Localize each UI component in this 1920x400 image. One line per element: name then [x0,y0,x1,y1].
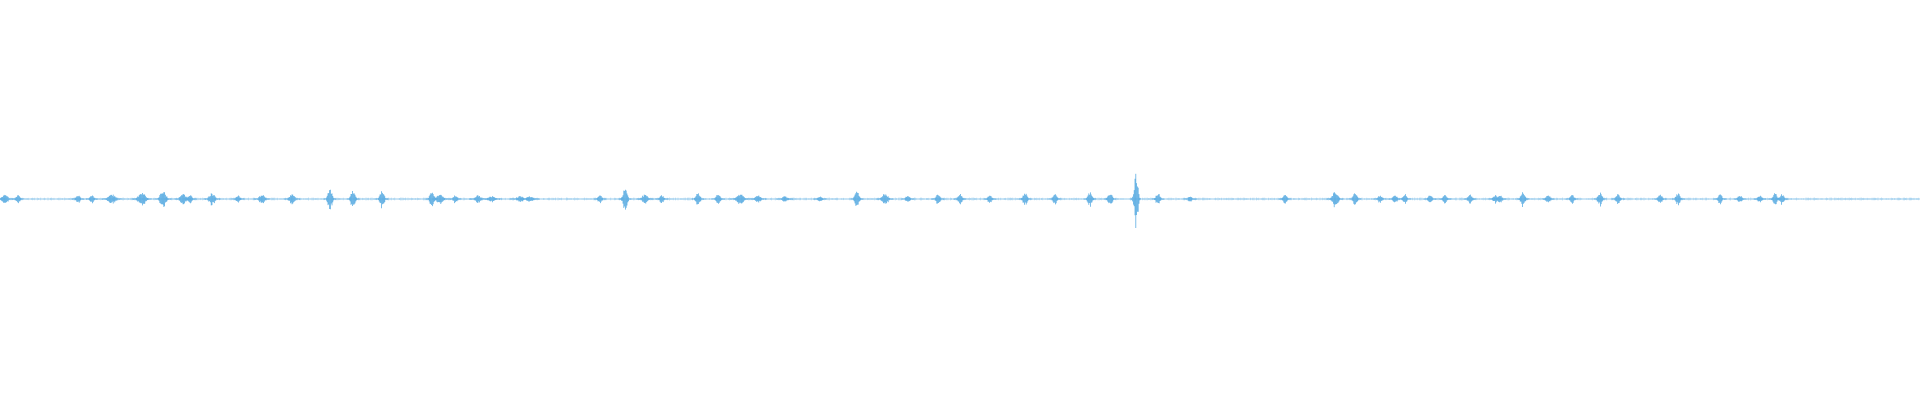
waveform-spikes [0,173,1920,228]
